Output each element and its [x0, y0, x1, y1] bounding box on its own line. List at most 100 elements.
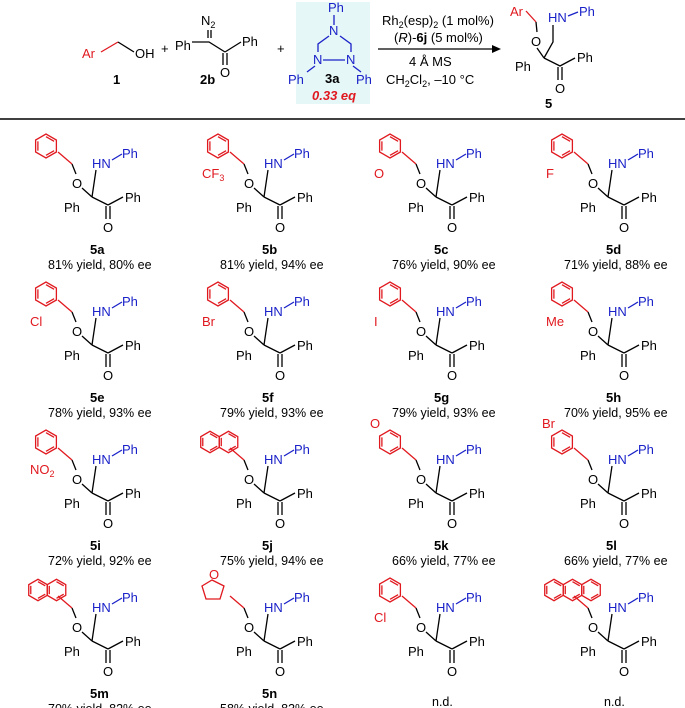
- bond: [37, 581, 46, 587]
- bond: [607, 613, 613, 642]
- aryl-group: Cl: [374, 577, 417, 625]
- ether-oxygen-label: O: [416, 176, 426, 191]
- bond: [401, 447, 417, 461]
- phenyl-ketone-label: Ph: [125, 486, 141, 501]
- ether-oxygen-label: O: [244, 324, 254, 339]
- product-5-ar: Ar: [510, 4, 524, 19]
- amine-phenyl-label: Ph: [294, 442, 310, 457]
- amine-phenyl-label: Ph: [638, 146, 654, 161]
- carbonyl-oxygen-label: O: [447, 664, 457, 679]
- bond: [81, 187, 93, 198]
- bond: [561, 298, 571, 304]
- bond: [45, 298, 55, 304]
- product-result-label: 81% yield, 80% ee: [48, 258, 152, 272]
- product-id-label: 5g: [434, 390, 449, 405]
- carbonyl-oxygen-label: O: [619, 220, 629, 235]
- aryl-ring: [218, 430, 239, 454]
- bond: [57, 151, 73, 165]
- aryl-group: F: [546, 133, 589, 181]
- bond: [623, 196, 640, 206]
- bond: [425, 483, 437, 494]
- bond: [107, 344, 124, 354]
- ether-oxygen-label: O: [588, 620, 598, 635]
- bond: [627, 449, 639, 457]
- bond: [455, 449, 467, 457]
- bond: [587, 607, 593, 619]
- product-id-label: 5c: [434, 242, 448, 257]
- carbonyl-oxygen-label: O: [619, 516, 629, 531]
- reactant-3a-n-left: N: [313, 52, 322, 67]
- bond: [263, 640, 281, 650]
- product-result-label: 79% yield, 93% ee: [220, 406, 324, 420]
- aryl-ring: [378, 577, 402, 603]
- bond: [597, 631, 609, 642]
- bond: [263, 344, 281, 354]
- amine-hn-label: HN: [436, 304, 455, 319]
- plus-sign-2: +: [277, 41, 285, 56]
- bond: [71, 607, 77, 619]
- ether-oxygen-label: O: [588, 176, 598, 191]
- phenyl-ketone-label: Ph: [641, 486, 657, 501]
- phenyl-label: Ph: [236, 496, 252, 511]
- amine-hn-label: HN: [436, 156, 455, 171]
- amine-hn-label: HN: [264, 452, 283, 467]
- bond: [435, 169, 441, 198]
- bond: [209, 433, 218, 439]
- amine-hn-label: HN: [264, 156, 283, 171]
- aryl-ring: [206, 281, 230, 307]
- product-id-label: 5k: [434, 538, 449, 553]
- carbonyl-oxygen-label: O: [447, 368, 457, 383]
- aryl-ring: [562, 578, 583, 602]
- product-id-label: 5m: [90, 686, 109, 701]
- reactant-3a-ph-right: Ph: [356, 72, 372, 87]
- bond: [57, 299, 73, 313]
- product-result-label: 58% yield, 83% ee: [220, 702, 324, 708]
- reactant-3a-bond-left: [306, 65, 316, 73]
- reactant-3a-highlight: [296, 2, 370, 104]
- bond: [401, 595, 417, 609]
- ortho-substituent-label: O: [374, 166, 384, 181]
- product-result-label: 81% yield, 94% ee: [220, 258, 324, 272]
- furan-ring: [201, 579, 225, 600]
- reactant-2b-id: 2b: [200, 72, 215, 87]
- bond: [91, 196, 109, 206]
- aryl-group: Br: [202, 281, 245, 329]
- bond: [451, 640, 468, 650]
- ether-oxygen-label: O: [72, 472, 82, 487]
- bond: [401, 299, 417, 313]
- bond: [389, 150, 399, 156]
- ether-oxygen-label: O: [244, 176, 254, 191]
- bond: [111, 597, 123, 605]
- bond: [435, 344, 453, 354]
- bond: [217, 298, 227, 304]
- bond: [623, 344, 640, 354]
- reactant-3a-n-top: N: [329, 23, 338, 38]
- ortho-substituent-label: NO2: [30, 462, 55, 479]
- bond: [111, 153, 123, 161]
- product-id-label: 5n: [262, 686, 277, 701]
- bond: [607, 640, 625, 650]
- phenyl-label: Ph: [408, 644, 424, 659]
- bond: [597, 483, 609, 494]
- aryl-group: I: [374, 281, 417, 329]
- bond: [435, 196, 453, 206]
- reactant-1-id: 1: [113, 72, 120, 87]
- plus-sign-1: +: [161, 41, 169, 56]
- ether-oxygen-label: O: [244, 472, 254, 487]
- bond: [425, 335, 437, 346]
- product-5-backbone: [543, 25, 554, 59]
- bond: [111, 449, 123, 457]
- product-result-label: 70% yield, 82% ee: [48, 702, 152, 708]
